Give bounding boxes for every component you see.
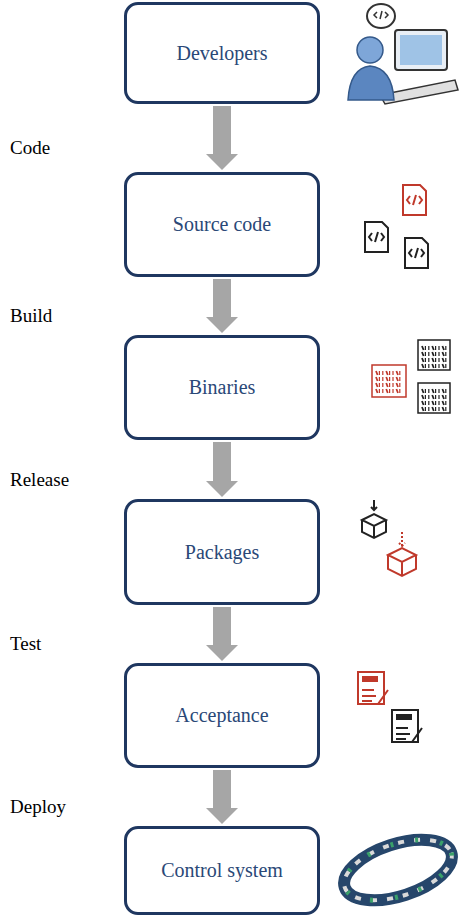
package-icons (362, 500, 416, 576)
box-label: Control system (153, 859, 291, 882)
step-label: Build (10, 305, 52, 327)
process-box: Control system (124, 826, 320, 915)
process-box: Binaries (124, 335, 320, 440)
box-label: Binaries (181, 376, 264, 399)
box-label: Source code (165, 213, 279, 236)
flow-arrow (206, 442, 238, 497)
accelerator-ring-icon (337, 828, 460, 912)
flow-arrow (206, 607, 238, 661)
test-sheet-icons (358, 672, 422, 742)
flow-arrow (206, 106, 238, 170)
step-label: Test (10, 633, 41, 655)
process-box: Acceptance (124, 663, 320, 768)
process-box: Source code (124, 172, 320, 277)
step-label: Release (10, 469, 69, 491)
box-label: Packages (177, 541, 267, 564)
process-box: Developers (124, 2, 320, 104)
flow-arrow (206, 279, 238, 333)
box-label: Acceptance (167, 704, 276, 727)
flow-arrow (206, 770, 238, 824)
code-file-icons (365, 185, 428, 268)
developer-icon (348, 4, 458, 104)
step-label: Code (10, 137, 50, 159)
step-label: Deploy (10, 796, 66, 818)
binary-digits (376, 346, 446, 411)
binary-window-icons (372, 340, 450, 413)
box-label: Developers (168, 42, 275, 65)
process-box: Packages (124, 499, 320, 605)
